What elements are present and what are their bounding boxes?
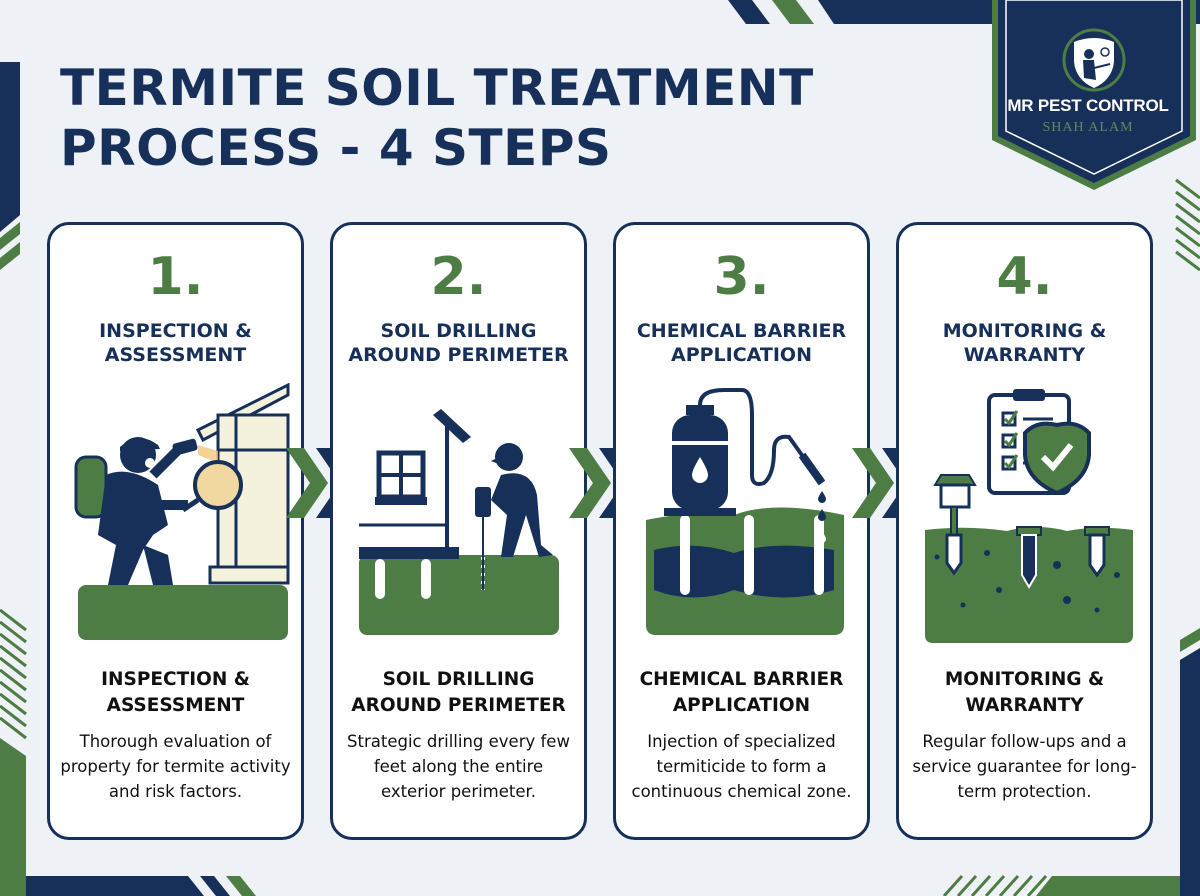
worker-drilling-soil-icon	[359, 409, 559, 635]
step-subheading: MONITORING & WARRANTY	[944, 669, 1105, 716]
title-line-2: PROCESS - 4 STEPS	[60, 119, 612, 177]
step-description: Strategic drilling every few feet along …	[347, 732, 570, 801]
step-number: 3.	[713, 247, 770, 307]
step-description: Regular follow-ups and a service guarant…	[912, 732, 1137, 801]
step-heading: INSPECTION & ASSESSMENT	[99, 320, 252, 366]
brand-location: SHAH ALAM	[1042, 120, 1134, 135]
step-card-4: 4. MONITORING & WARRANTY	[896, 222, 1153, 840]
step-description: Injection of specialized termiticide to …	[631, 732, 852, 801]
step-subheading: CHEMICAL BARRIER APPLICATION	[639, 669, 844, 716]
step-number: 1.	[147, 247, 204, 307]
step-heading: CHEMICAL BARRIER APPLICATION	[636, 320, 847, 366]
step-heading: MONITORING & WARRANTY	[942, 320, 1107, 366]
step-heading: SOIL DRILLING AROUND PERIMETER	[348, 320, 569, 366]
shield-pest-technician-icon	[1062, 28, 1126, 92]
step-card-3: 3. CHEMICAL BARRIER APPLICATION CHEMICAL…	[613, 222, 870, 840]
chemical-tank-injection-icon	[646, 388, 844, 635]
brand-badge	[992, 0, 1196, 190]
inspector-with-magnifier-icon	[74, 382, 290, 640]
title-line-1: TERMITE SOIL TREATMENT	[60, 59, 814, 117]
step-card-2: 2. SOIL DRILLING AROUND PERIMETER SOIL D…	[330, 222, 587, 840]
page-title: TERMITE SOIL TREATMENT PROCESS - 4 STEPS	[60, 58, 814, 178]
step-description: Thorough evaluation of property for term…	[60, 732, 291, 801]
step-subheading: INSPECTION & ASSESSMENT	[101, 669, 250, 716]
brand-name: MR PEST CONTROL	[1007, 96, 1169, 115]
step-number: 4.	[996, 247, 1053, 307]
step-card-1: 1. INSPECTION & ASSESSMENT INSPECTION & …	[47, 222, 304, 840]
checklist-shield-bait-stations-icon	[925, 389, 1133, 643]
step-number: 2.	[430, 247, 487, 307]
step-subheading: SOIL DRILLING AROUND PERIMETER	[351, 669, 566, 716]
